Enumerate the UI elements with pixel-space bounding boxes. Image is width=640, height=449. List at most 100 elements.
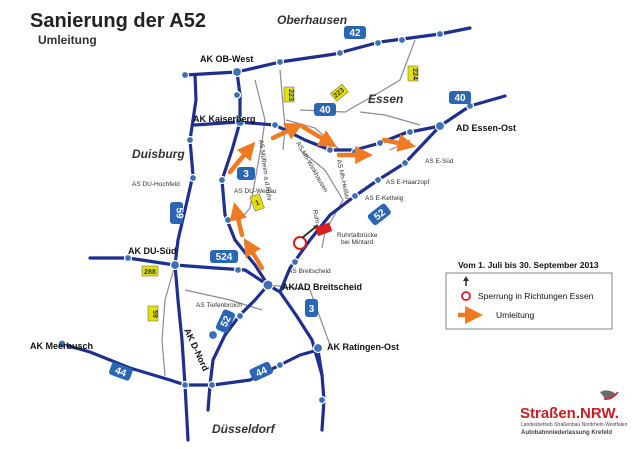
city-oberhausen: Oberhausen (277, 13, 347, 27)
label-as-mh-heissen: AS Mh-Heißen (335, 159, 351, 203)
label-ak-meerbusch: AK Meerbusch (30, 341, 93, 351)
node (350, 191, 360, 201)
node (317, 395, 327, 405)
legend: Vom 1. Juli bis 30. September 2013 Sperr… (445, 260, 613, 330)
shield-a524: 524 (216, 252, 233, 263)
motorway-shields: 42 40 40 3 59 524 52 52 3 44 44 (109, 26, 471, 382)
detour-route (227, 123, 416, 271)
shield-a59: 59 (174, 207, 185, 219)
node-ak-ratingen-ost (312, 342, 324, 354)
label-ak-kaiserberg: AK Kaiserberg (193, 114, 256, 124)
label-as-du-hochfeld: AS DU-Hochfeld (132, 181, 180, 188)
closure-marker (293, 222, 333, 250)
node (188, 173, 198, 183)
shield-a40-east: 40 (454, 93, 466, 104)
detour-arrow (227, 141, 256, 175)
shield-a42: 42 (349, 28, 361, 39)
node-ak-meerbusch (57, 339, 67, 349)
shield-a44: 44 (113, 365, 128, 379)
label-ak-ob-west: AK OB-West (200, 54, 253, 64)
node (373, 175, 383, 185)
logo-line1: Landesbetrieb Straßenbau Nordrhein-Westf… (521, 422, 628, 428)
a3-south-road (278, 290, 326, 432)
node (373, 38, 383, 48)
shield-a3-south: 3 (309, 304, 315, 315)
node-ak-ob-west (231, 66, 243, 78)
legend-detour-label: Umleitung (496, 310, 535, 320)
node (235, 311, 245, 321)
node (275, 57, 285, 67)
label-bridge-line1: Ruhrtalbrücke (337, 232, 378, 239)
node (123, 253, 133, 263)
legend-closure-icon (461, 291, 471, 301)
node (223, 215, 233, 225)
shield-b224: 224 (411, 68, 418, 80)
node (275, 360, 285, 370)
node (375, 138, 385, 148)
shield-b288: 288 (144, 269, 156, 276)
label-as-du-wedau: AS DU-Wedau (234, 188, 277, 195)
shield-b8n: 59 (151, 310, 158, 318)
shield-a40: 40 (319, 105, 331, 116)
node (180, 70, 190, 80)
node (270, 120, 280, 130)
shield-b1: 1 (254, 199, 260, 207)
a3-road (220, 70, 282, 294)
node-ak-d-nord (207, 329, 219, 341)
a524-road (88, 256, 270, 287)
label-as-e-kettwig: AS E-Kettwig (365, 195, 404, 202)
node (400, 158, 410, 168)
node-ak-du-sued (169, 259, 181, 271)
label-ak-du-sued: AK DU-Süd (128, 246, 177, 256)
a44-road (60, 342, 320, 387)
node (232, 90, 242, 100)
label-akad-breitscheid: AK/AD Breitscheid (282, 282, 362, 292)
city-essen: Essen (368, 92, 403, 106)
city-duisburg: Duisburg (132, 147, 185, 161)
node (290, 257, 300, 267)
node-akad-breitscheid (262, 279, 274, 291)
legend-closure-label: Sperrung in Richtungen Essen (478, 291, 594, 301)
logo-line2: Autobahnniederlassung Krefeld (521, 430, 612, 436)
node (207, 380, 217, 390)
label-bridge-line2: bei Mintard (341, 239, 374, 246)
map-subtitle: Umleitung (38, 33, 97, 47)
detour-arrow (381, 134, 416, 152)
shield-a3: 3 (243, 169, 249, 180)
label-ak-ratingen-ost: AK Ratingen-Ost (327, 342, 399, 352)
node (325, 145, 335, 155)
a42-road (183, 26, 472, 77)
node (335, 48, 345, 58)
node (435, 29, 445, 39)
label-as-e-sued: AS E-Süd (425, 158, 454, 165)
node-ad-essen-ost (434, 120, 446, 132)
shield-a44-east: 44 (254, 365, 269, 380)
detour-arrow (270, 123, 304, 141)
label-ruhr: Ruhr (311, 209, 320, 225)
node (397, 35, 407, 45)
label-ad-essen-ost: AD Essen-Ost (456, 123, 516, 133)
node (180, 380, 190, 390)
node-ak-kaiserberg (234, 116, 246, 128)
node (217, 175, 227, 185)
detour-arrow (300, 124, 337, 148)
label-as-breitscheid: AS Breitscheid (288, 268, 331, 275)
logo: Straßen.NRW. Landesbetrieb Straßenbau No… (520, 390, 628, 436)
federal-shields: 223 223 224 1 288 59 (141, 65, 419, 322)
node (233, 265, 243, 275)
node (405, 127, 415, 137)
a44-east-road (316, 348, 324, 377)
detour-arrow (229, 202, 248, 238)
label-ak-d-nord: AK D-Nord (182, 327, 211, 373)
label-as-tiefenbroich: AS Tiefenbroich (196, 302, 242, 309)
node (185, 135, 195, 145)
label-as-e-haarzopf: AS E-Haarzopf (386, 179, 430, 186)
shield-a52-south: 52 (219, 314, 234, 329)
legend-period: Vom 1. Juli bis 30. September 2013 (458, 260, 599, 270)
a59-road (173, 73, 198, 442)
city-duesseldorf: Düsseldorf (212, 422, 276, 436)
shield-b223: 223 (287, 89, 294, 101)
detour-arrow (243, 238, 265, 271)
